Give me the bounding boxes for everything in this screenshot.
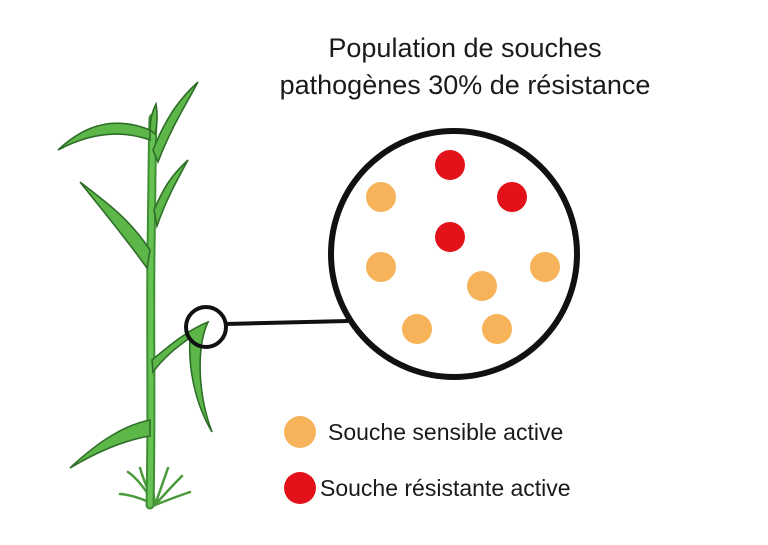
sensitive-strain-dot xyxy=(467,271,497,301)
plant-leaves xyxy=(57,81,213,469)
leaf-infected xyxy=(151,320,213,433)
sensitive-strain-dot xyxy=(482,314,512,344)
legend-item-resistant: Souche résistante active xyxy=(284,472,571,504)
resistant-strain-dot xyxy=(497,182,527,212)
strain-dots xyxy=(366,150,560,344)
leaf-mid-left xyxy=(79,181,151,271)
zoom-connector-line xyxy=(225,319,349,326)
title-line-2: pathogènes 30% de résistance xyxy=(279,70,651,100)
leaf-tip xyxy=(149,101,158,136)
sensitive-strain-dot xyxy=(530,252,560,282)
resistant-strain-dot xyxy=(435,150,465,180)
plant-illustration xyxy=(57,81,213,510)
zoom-source-circle xyxy=(184,305,228,349)
leaf-low-left xyxy=(69,419,151,469)
sensitive-strain-dot xyxy=(402,314,432,344)
legend-dot-sensitive xyxy=(284,416,316,448)
sensitive-strain-dot xyxy=(366,182,396,212)
leaf-top-right xyxy=(152,81,199,165)
legend-label-sensitive: Souche sensible active xyxy=(328,418,564,445)
legend-item-sensitive: Souche sensible active xyxy=(284,416,563,448)
resistant-strain-dot xyxy=(435,222,465,252)
legend-label-resistant: Souche résistante active xyxy=(320,474,571,501)
legend-dot-resistant xyxy=(284,472,316,504)
diagram-title: Population de souches pathogènes 30% de … xyxy=(250,30,680,104)
title-line-1: Population de souches xyxy=(328,33,602,63)
sensitive-strain-dot xyxy=(366,252,396,282)
leaf-mid-right xyxy=(153,159,189,230)
leaf-top-left xyxy=(57,122,151,151)
